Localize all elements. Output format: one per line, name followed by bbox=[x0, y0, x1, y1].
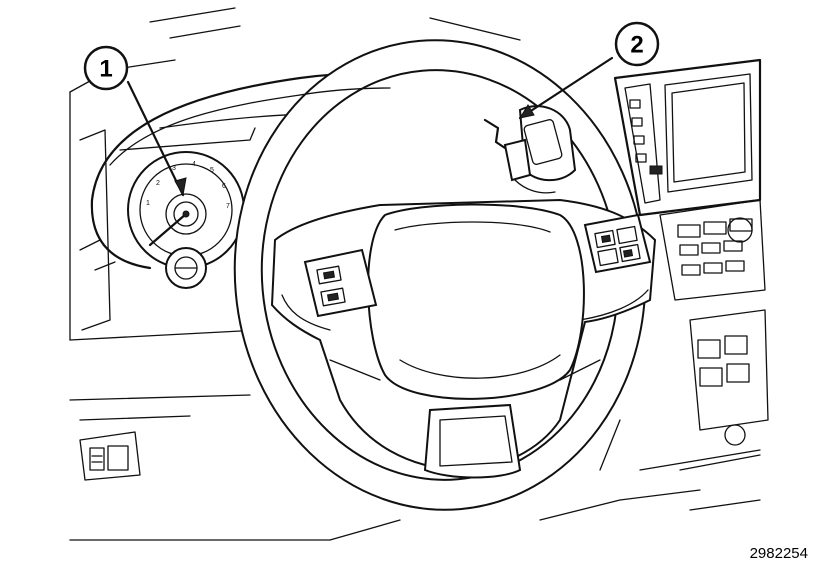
left-gauge: 2 3 4 5 6 7 1 bbox=[127, 151, 245, 289]
svg-text:2: 2 bbox=[156, 180, 160, 187]
cluster-connector bbox=[483, 105, 577, 194]
svg-text:6: 6 bbox=[222, 183, 226, 190]
svg-text:3: 3 bbox=[172, 165, 176, 172]
svg-text:4: 4 bbox=[192, 161, 196, 168]
steering-wheel bbox=[233, 39, 657, 511]
callout-2: 2 bbox=[614, 21, 660, 67]
arrowhead-2 bbox=[518, 104, 535, 119]
leader-line-1 bbox=[126, 80, 185, 197]
center-stack bbox=[613, 58, 769, 511]
svg-text:7: 7 bbox=[226, 203, 230, 210]
figure-id: 2982254 bbox=[750, 545, 808, 562]
callout-1: 1 bbox=[83, 45, 129, 91]
callout-1-label: 1 bbox=[99, 56, 112, 83]
headlamp-switch bbox=[79, 431, 141, 481]
svg-text:5: 5 bbox=[210, 167, 214, 174]
leader-line-2 bbox=[518, 56, 614, 120]
callout-2-label: 2 bbox=[630, 32, 643, 59]
dashboard-outline bbox=[69, 7, 761, 541]
arrowhead-1 bbox=[174, 177, 187, 197]
svg-text:1: 1 bbox=[146, 200, 150, 207]
